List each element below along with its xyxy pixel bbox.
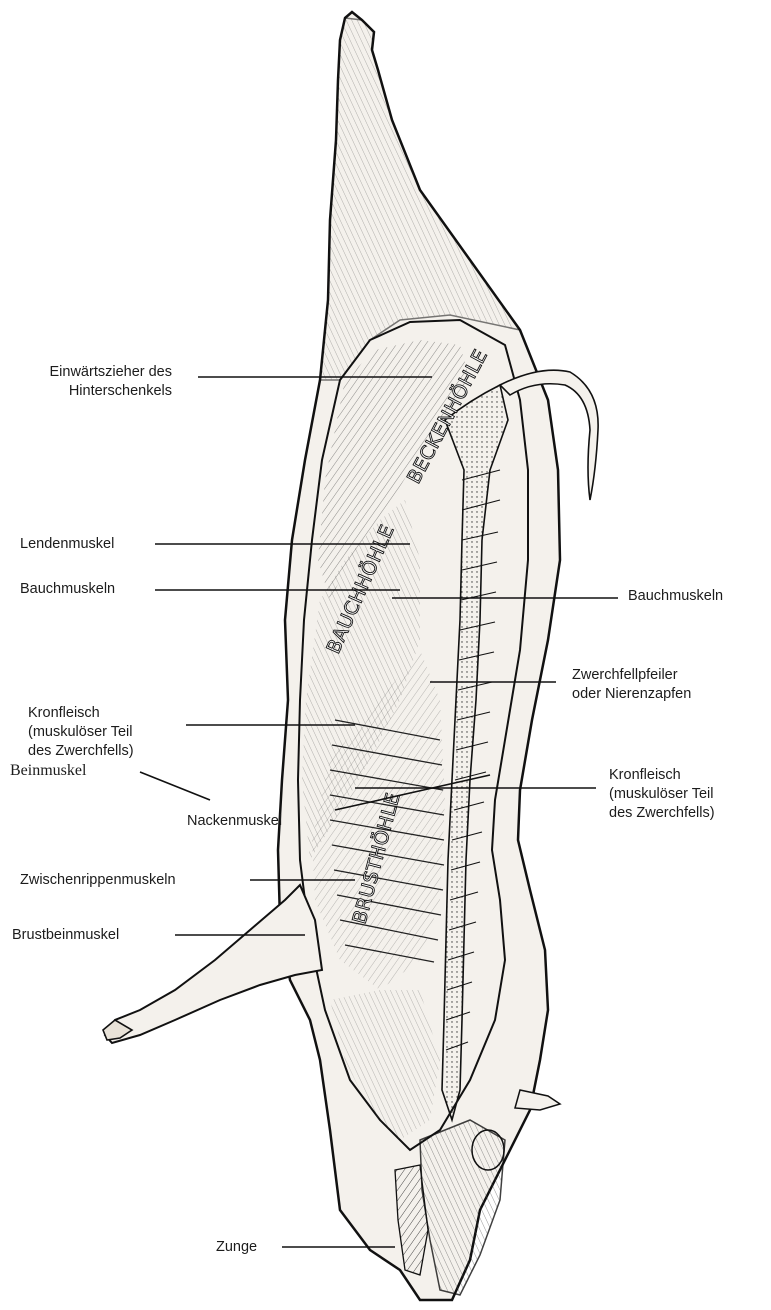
- label-text: Nackenmuskel: [187, 813, 282, 829]
- label-text: Beinmuskel: [10, 762, 86, 779]
- label-line: Zwerchfellpfeiler: [572, 666, 691, 685]
- label-text: Zunge: [216, 1239, 257, 1255]
- label-line: Kronfleisch: [609, 766, 715, 785]
- label-nackenmuskel: Nackenmuskel: [187, 812, 282, 831]
- label-kronfleisch-left: Kronfleisch (muskulöser Teil des Zwerchf…: [28, 704, 134, 761]
- label-kronfleisch-right: Kronfleisch (muskulöser Teil des Zwerchf…: [609, 766, 715, 823]
- label-line: des Zwerchfells): [28, 742, 134, 761]
- label-text: Bauchmuskeln: [20, 581, 115, 597]
- label-zwerchfellpfeiler: Zwerchfellpfeiler oder Nierenzapfen: [572, 666, 691, 704]
- foreleg: [105, 885, 322, 1043]
- label-line: des Zwerchfells): [609, 804, 715, 823]
- label-text: Zwischenrippenmuskeln: [20, 872, 176, 888]
- label-text: Brustbeinmuskel: [12, 927, 119, 943]
- label-line: (muskulöser Teil: [609, 785, 715, 804]
- label-line: Kronfleisch: [28, 704, 134, 723]
- label-line: (muskulöser Teil: [28, 723, 134, 742]
- label-zwischenrippenmuskeln: Zwischenrippenmuskeln: [20, 871, 176, 890]
- label-bauchmuskeln-left: Bauchmuskeln: [20, 580, 115, 599]
- ear: [515, 1090, 560, 1110]
- label-line: Hinterschenkels: [50, 382, 173, 401]
- label-line: Einwärtszieher des: [50, 363, 173, 382]
- label-einwaertszieher: Einwärtszieher des Hinterschenkels: [50, 363, 173, 401]
- label-line: oder Nierenzapfen: [572, 685, 691, 704]
- label-bauchmuskeln-right: Bauchmuskeln: [628, 587, 723, 606]
- label-brustbeinmuskel: Brustbeinmuskel: [12, 926, 119, 945]
- label-zunge: Zunge: [216, 1238, 257, 1257]
- label-lendenmuskel: Lendenmuskel: [20, 535, 114, 554]
- label-text: Bauchmuskeln: [628, 588, 723, 604]
- label-text: Lendenmuskel: [20, 536, 114, 552]
- label-beinmuskel: Beinmuskel: [10, 761, 86, 780]
